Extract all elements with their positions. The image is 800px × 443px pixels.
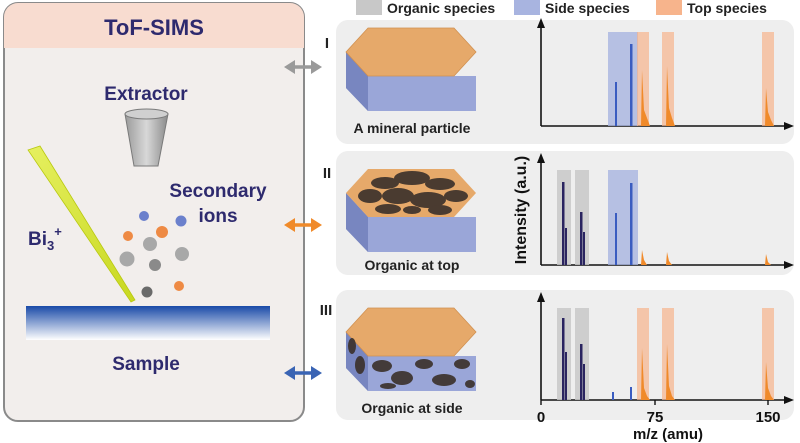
peak xyxy=(666,66,675,126)
ion-beam xyxy=(27,145,136,303)
peak xyxy=(615,82,617,126)
peak xyxy=(641,348,650,400)
peak xyxy=(565,228,567,265)
ion-particle xyxy=(175,215,187,227)
arrow-row-1 xyxy=(284,60,322,74)
x-axis-ticks: 0 75 150 xyxy=(537,400,781,426)
ion-particle xyxy=(174,281,184,291)
peak xyxy=(583,232,585,265)
side-species-band xyxy=(608,32,624,126)
sample-label: Sample xyxy=(112,354,180,375)
peak xyxy=(562,182,565,265)
hexagon-organic-top xyxy=(346,169,476,252)
legend-label-organic: Organic species xyxy=(387,0,495,16)
secondary-ions xyxy=(119,211,189,298)
ion-particle xyxy=(139,211,149,221)
peak xyxy=(630,183,633,265)
tof-sims-panel: ToF-SIMS Extractor Secondary ions Bi3+ S xyxy=(3,2,305,422)
row-numeral-3: III xyxy=(320,302,333,319)
organic-coating-top xyxy=(358,171,468,215)
row-caption-3: Organic at side xyxy=(361,400,462,416)
spectrum-2 xyxy=(537,153,794,269)
arrow-row-2 xyxy=(284,218,322,232)
peak xyxy=(565,352,567,400)
spectrum-1 xyxy=(537,18,794,130)
beam-label: Bi3+ xyxy=(28,224,62,253)
legend-swatch-top xyxy=(656,0,682,15)
hexagon-mineral-particle xyxy=(345,27,477,111)
legend-swatch-side xyxy=(514,0,540,15)
top-species-band xyxy=(762,308,774,400)
x-tick-150: 150 xyxy=(755,409,780,426)
spectrum-3 xyxy=(537,292,794,404)
peak xyxy=(630,44,633,126)
peak xyxy=(583,364,585,400)
secondary-label-line2: ions xyxy=(198,206,237,227)
peak xyxy=(612,392,614,400)
legend-label-side: Side species xyxy=(545,0,630,16)
peak xyxy=(580,212,583,265)
top-species-band xyxy=(662,32,674,126)
peak xyxy=(641,250,647,265)
x-tick-75: 75 xyxy=(647,409,664,426)
row-numeral-2: II xyxy=(323,165,331,182)
x-tick-0: 0 xyxy=(537,409,545,426)
extractor-cone xyxy=(124,108,169,167)
secondary-label-line1: Secondary xyxy=(169,181,267,202)
peak xyxy=(615,213,617,265)
peak xyxy=(580,344,583,400)
ion-particle xyxy=(141,286,153,298)
ion-particle xyxy=(175,247,189,261)
ion-particle xyxy=(119,251,135,267)
peak xyxy=(641,70,650,126)
extractor-label: Extractor xyxy=(104,84,188,105)
peak xyxy=(562,318,565,400)
ion-particle xyxy=(123,231,133,241)
ion-particle xyxy=(143,237,157,251)
organic-coating-side xyxy=(348,338,475,389)
ion-particle xyxy=(156,226,168,238)
peak xyxy=(666,344,675,400)
peak xyxy=(666,252,672,265)
legend: Organic species Side species Top species xyxy=(356,0,767,16)
panel-title: ToF-SIMS xyxy=(104,15,204,40)
peak xyxy=(765,88,774,126)
hexagon-organic-side xyxy=(345,307,477,391)
legend-label-top: Top species xyxy=(687,0,767,16)
peak xyxy=(765,362,774,400)
y-axis-label: Intensity (a.u.) xyxy=(513,156,530,264)
peak xyxy=(630,387,632,400)
row-numeral-1: I xyxy=(325,35,329,52)
top-species-band xyxy=(762,32,774,126)
ion-particle xyxy=(149,259,161,271)
panel-title-bar xyxy=(4,3,304,48)
top-species-band xyxy=(662,308,674,400)
legend-swatch-organic xyxy=(356,0,382,15)
row-caption-2: Organic at top xyxy=(365,257,460,273)
row-caption-1: A mineral particle xyxy=(354,120,471,136)
sample-slab xyxy=(26,306,270,340)
arrow-row-3 xyxy=(284,366,322,380)
x-axis-label: m/z (amu) xyxy=(633,426,703,443)
peak xyxy=(765,254,771,265)
top-species-band xyxy=(637,308,649,400)
top-species-band xyxy=(637,32,649,126)
